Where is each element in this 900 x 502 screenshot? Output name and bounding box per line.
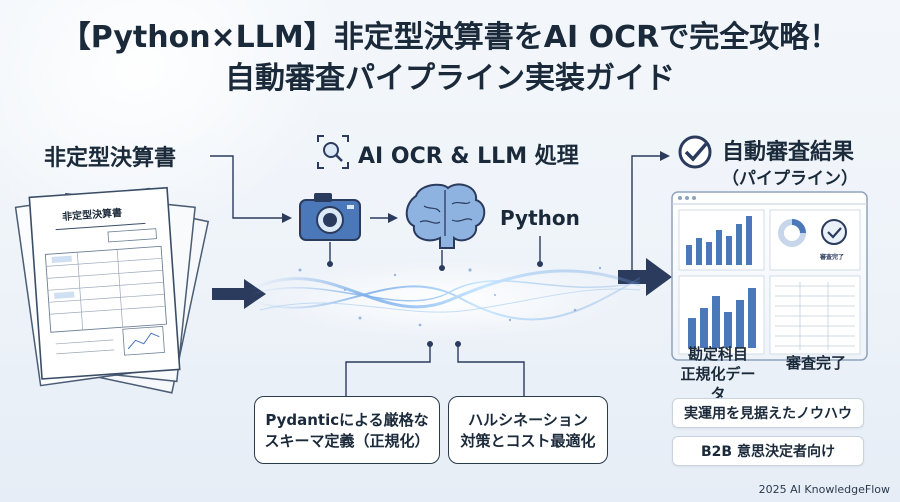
b2b-tag: B2B 意思決定者向け — [672, 436, 864, 466]
result-subtitle: （パイプライン） — [722, 169, 858, 189]
pydantic-line-1: Pydanticによる厳格な — [265, 411, 429, 429]
title-line-1: 【Python×LLM】非定型決算書をAI OCRで完全攻略！ — [60, 20, 840, 55]
result-title: 自動審査結果 — [722, 140, 855, 165]
hallucination-line-2: 対策とコスト最適化 — [460, 432, 596, 450]
approved-badge-text: 審査完了 — [820, 254, 845, 261]
brain-icon — [405, 183, 486, 249]
pydantic-box: Pydanticによる厳格な スキーマ定義（正規化） — [254, 396, 440, 464]
hallucination-box: ハルシネーション 対策とコスト最適化 — [448, 396, 608, 464]
document-stack-icon — [14, 186, 210, 394]
practical-tag: 実運用を見据えたノウハウ — [672, 398, 864, 428]
pydantic-line-2: スキーマ定義（正規化） — [264, 432, 430, 450]
flow-arrow-left — [212, 279, 266, 309]
normalized-data-line-1: 勘定科目 — [687, 345, 748, 363]
footer-credit: 2025 AI KnowledgeFlow — [758, 483, 890, 496]
page-title: 【Python×LLM】非定型決算書をAI OCRで完全攻略！ 自動審査パイプラ… — [0, 18, 900, 100]
process-label: AI OCR & LLM 処理 — [358, 144, 579, 169]
dashboard-panel — [671, 191, 868, 361]
python-label: Python — [500, 206, 580, 230]
flow-arrow-right — [618, 258, 672, 296]
search-icon — [317, 135, 349, 169]
check-circle-icon — [678, 135, 712, 169]
camera-icon — [299, 193, 361, 241]
review-complete-label: 審査完了 — [786, 354, 847, 372]
normalized-data-label: 勘定科目 正規化データ — [674, 344, 762, 404]
hallucination-line-1: ハルシネーション — [468, 411, 588, 429]
input-label: 非定型決算書 — [44, 146, 177, 171]
title-line-2: 自動審査パイプライン実装ガイド — [225, 61, 675, 96]
